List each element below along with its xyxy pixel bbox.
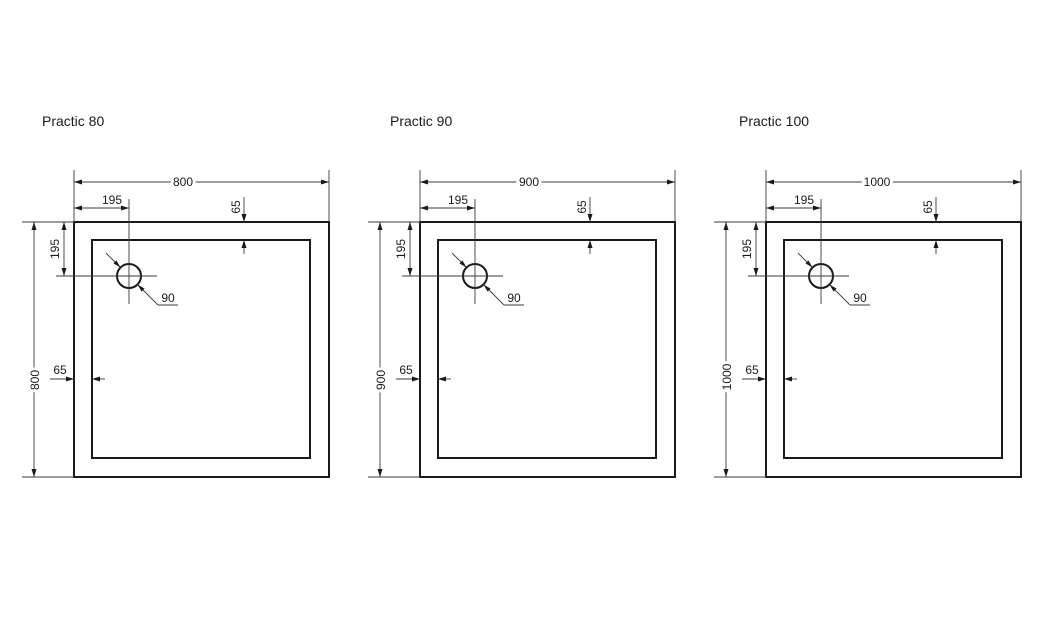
drain-diameter-label: 90 [161, 291, 175, 305]
drain-diameter-label: 90 [507, 291, 521, 305]
rim-top-dim-label: 65 [575, 200, 589, 214]
rim-left-dim-label: 65 [745, 363, 759, 377]
height-dim-label: 1000 [720, 363, 734, 390]
rim-top-dim-label: 65 [229, 200, 243, 214]
drain-x-dim-label: 195 [448, 193, 468, 207]
drain-y-dim-label: 195 [394, 239, 408, 259]
width-dim-label: 800 [173, 175, 193, 189]
drain-x-dim-label: 195 [794, 193, 814, 207]
rim-left-dim-label: 65 [53, 363, 67, 377]
tray-drawing-practic-100: Practic 100 1000 1000 195 195 65 65 90 [713, 113, 1022, 478]
height-dim-label: 800 [28, 370, 42, 390]
width-dim-label: 900 [519, 175, 539, 189]
height-dim-label: 900 [374, 370, 388, 390]
tray-drawing-practic-80: Practic 80 800 800 195 195 65 65 90 [21, 113, 330, 478]
rim-top-dim-label: 65 [921, 200, 935, 214]
drain-x-dim-label: 195 [102, 193, 122, 207]
tray-drawing-practic-90: Practic 90 900 900 195 195 65 65 90 [367, 113, 676, 478]
drain-y-dim-label: 195 [740, 239, 754, 259]
drain-diameter-label: 90 [853, 291, 867, 305]
drain-y-dim-label: 195 [48, 239, 62, 259]
width-dim-label: 1000 [864, 175, 891, 189]
rim-left-dim-label: 65 [399, 363, 413, 377]
tray-title: Practic 90 [390, 113, 452, 129]
tray-title: Practic 80 [42, 113, 104, 129]
tray-title: Practic 100 [739, 113, 809, 129]
